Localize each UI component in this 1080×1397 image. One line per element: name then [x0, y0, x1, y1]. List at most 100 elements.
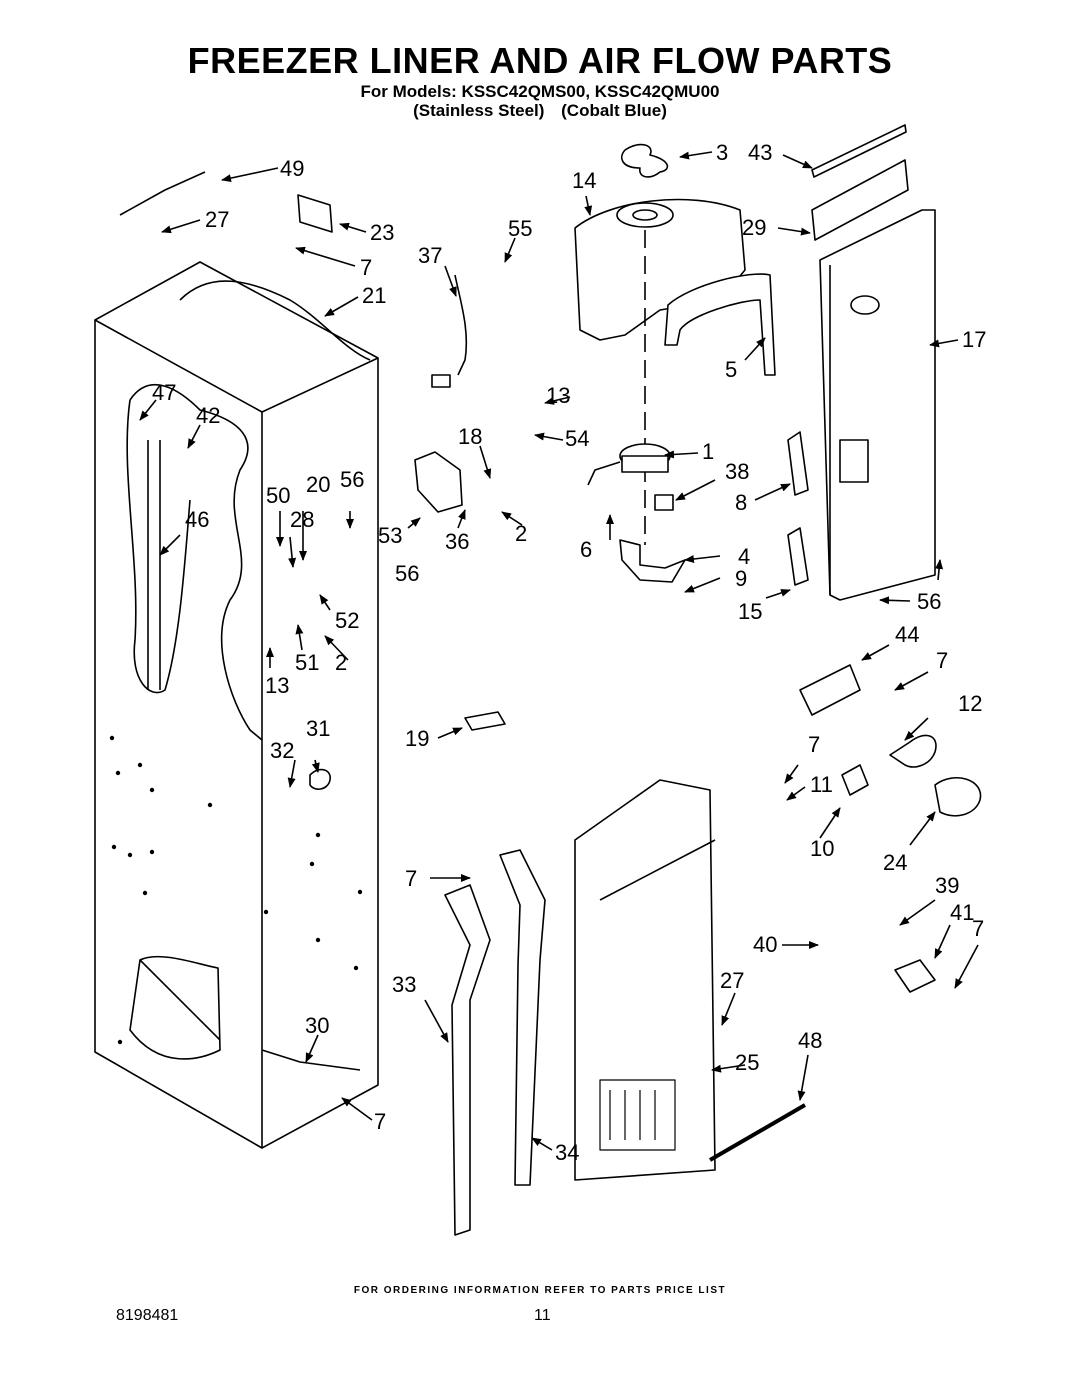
- callout-18: 18: [458, 424, 482, 449]
- callout-40: 40: [753, 932, 777, 957]
- gasket-part: [708, 1103, 807, 1162]
- motor-bracket-part: [619, 539, 686, 583]
- page-number: 11: [534, 1307, 551, 1324]
- lamp-bulb-part: [889, 734, 937, 768]
- callout-39: 39: [935, 873, 959, 898]
- evaporator-cover-part: [819, 209, 936, 601]
- callout-3: 3: [716, 140, 728, 165]
- callout-30: 30: [305, 1013, 329, 1038]
- callout-1: 1: [702, 439, 714, 464]
- callout-4: 4: [738, 544, 750, 569]
- sensor-part: [309, 768, 331, 790]
- channel-part: [811, 159, 909, 241]
- lamp-socket-part: [841, 764, 869, 796]
- wire-harness-part: [454, 274, 468, 376]
- callout-46: 46: [185, 507, 209, 532]
- wire-part: [119, 171, 206, 216]
- callout-56: 56: [340, 467, 364, 492]
- callout-55: 55: [508, 216, 532, 241]
- callout-7e: 7: [972, 916, 984, 941]
- document-number: 8198481: [116, 1307, 179, 1324]
- page-title: FREEZER LINER AND AIR FLOW PARTS: [187, 40, 893, 81]
- callout-54: 54: [565, 426, 589, 451]
- callout-33: 33: [392, 972, 416, 997]
- callout-2b: 2: [335, 650, 347, 675]
- callout-29: 29: [742, 215, 766, 240]
- callout-15: 15: [738, 599, 762, 624]
- callout-7: 7: [360, 255, 372, 280]
- callout-13: 13: [546, 383, 570, 408]
- callout-52: 52: [335, 608, 359, 633]
- callout-7c: 7: [808, 732, 820, 757]
- callout-44: 44: [895, 622, 919, 647]
- callout-48: 48: [798, 1028, 822, 1053]
- duct-part: [444, 884, 491, 1236]
- duct-cover-part: [574, 779, 716, 1181]
- finish-line: (Stainless Steel) (Cobalt Blue): [0, 101, 1080, 121]
- callout-17: 17: [962, 327, 986, 352]
- finish-stainless-label: (Stainless Steel): [413, 101, 545, 120]
- callout-31: 31: [306, 716, 330, 741]
- callout-7b: 7: [936, 648, 948, 673]
- callout-38: 38: [725, 459, 749, 484]
- damper-part: [787, 431, 809, 496]
- callout-19: 19: [405, 726, 429, 751]
- callout-32: 32: [270, 738, 294, 763]
- air-duct-part: [499, 849, 546, 1186]
- callout-25: 25: [735, 1050, 759, 1075]
- callout-24: 24: [883, 850, 907, 875]
- fan-blade-part: [621, 143, 669, 178]
- lamp-shield-part: [934, 776, 982, 817]
- callout-11: 11: [810, 772, 833, 797]
- callout-56b: 56: [917, 589, 941, 614]
- callout-41: 41: [950, 900, 974, 925]
- callout-56c: 56: [395, 561, 419, 586]
- callout-51: 51: [295, 650, 319, 675]
- callout-9: 9: [735, 566, 747, 591]
- ordering-note: FOR ORDERING INFORMATION REFER TO PARTS …: [353, 1285, 727, 1296]
- callout-5: 5: [725, 357, 737, 382]
- models-line: For Models: KSSC42QMS00, KSSC42QMU00: [360, 82, 720, 101]
- label-part: [464, 711, 506, 731]
- connector-part: [431, 374, 451, 388]
- callout-27b: 27: [720, 968, 744, 993]
- callout-27: 27: [205, 207, 229, 232]
- freezer-liner-part: [94, 261, 379, 1149]
- callout-28: 28: [290, 507, 314, 532]
- callout-34: 34: [555, 1140, 579, 1165]
- callout-14: 14: [572, 168, 596, 193]
- callout-7d: 7: [405, 866, 417, 891]
- callout-8: 8: [735, 490, 747, 515]
- finish-cobalt-label: (Cobalt Blue): [561, 101, 667, 120]
- heater-part: [297, 194, 333, 233]
- callout-36: 36: [445, 529, 469, 554]
- callout-7f: 7: [374, 1109, 386, 1134]
- callout-49: 49: [280, 156, 304, 181]
- callout-20: 20: [306, 472, 330, 497]
- callout-53: 53: [378, 523, 402, 548]
- callout-23: 23: [370, 220, 394, 245]
- callout-2: 2: [515, 521, 527, 546]
- thermistor-part: [654, 494, 674, 511]
- callout-21: 21: [362, 283, 386, 308]
- callout-50: 50: [266, 483, 290, 508]
- fan-housing-part: [574, 198, 746, 341]
- damper-clip-part: [787, 527, 809, 586]
- strip-part: [811, 124, 907, 178]
- callout-labels: 49 27 23 7 21 14 3 43 55 37 29 17 5 47 4…: [152, 140, 986, 1165]
- callout-12: 12: [958, 691, 982, 716]
- callout-6: 6: [580, 537, 592, 562]
- callout-43: 43: [748, 140, 772, 165]
- callout-47: 47: [152, 380, 176, 405]
- callout-10: 10: [810, 836, 834, 861]
- callout-37: 37: [418, 243, 442, 268]
- callout-13b: 13: [265, 673, 289, 698]
- seal-part: [664, 273, 776, 376]
- callout-42: 42: [196, 403, 220, 428]
- light-bracket-part: [799, 664, 861, 716]
- leader-lines: [139, 151, 979, 1151]
- fan-motor-part: [587, 443, 671, 486]
- switch-part: [894, 959, 936, 993]
- control-panel-part: [414, 451, 463, 513]
